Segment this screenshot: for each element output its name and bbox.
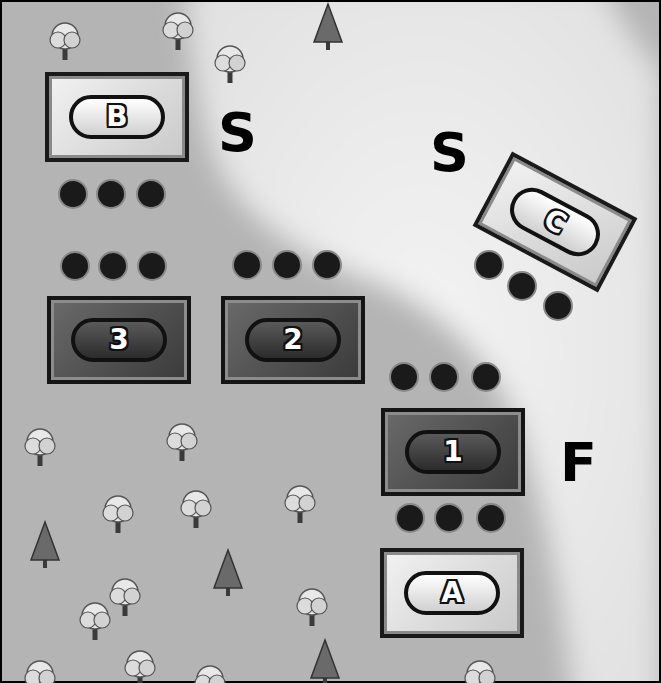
unit-label: 1 bbox=[443, 438, 462, 466]
unit-plate: 2 bbox=[245, 318, 341, 362]
unit-plate: B bbox=[69, 95, 165, 139]
unit-box: 2 bbox=[221, 296, 365, 384]
map-letter: S bbox=[430, 126, 469, 180]
unit-box: B bbox=[45, 72, 189, 162]
unit-box: C bbox=[473, 152, 638, 293]
unit-label: C bbox=[539, 205, 570, 239]
unit-box: A bbox=[380, 548, 524, 638]
unit-plate: A bbox=[404, 571, 500, 615]
unit-box: 3 bbox=[47, 296, 191, 384]
unit-label: B bbox=[106, 103, 127, 131]
unit-plate: 1 bbox=[405, 430, 501, 474]
unit-label: 3 bbox=[109, 326, 128, 354]
unit-plate: C bbox=[502, 180, 607, 264]
map-letter: S bbox=[218, 106, 257, 160]
unit-label: A bbox=[441, 579, 463, 607]
unit-box: 1 bbox=[381, 408, 525, 496]
unit-plate: 3 bbox=[71, 318, 167, 362]
map-letter: F bbox=[560, 436, 597, 490]
unit-label: 2 bbox=[283, 326, 302, 354]
